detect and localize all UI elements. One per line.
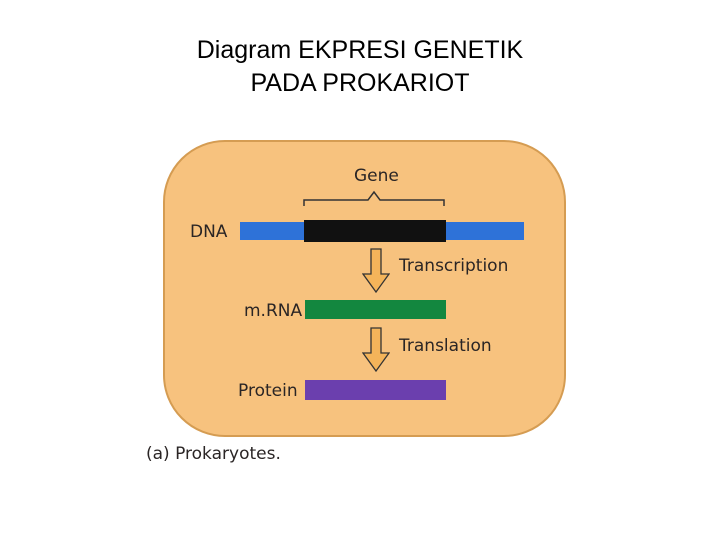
translation-arrow-icon xyxy=(362,327,390,373)
gene-label: Gene xyxy=(354,166,399,186)
dna-label: DNA xyxy=(190,222,228,242)
transcription-label: Transcription xyxy=(399,256,509,276)
protein-bar xyxy=(305,380,446,400)
transcription-arrow-icon xyxy=(362,248,390,294)
dna-bar-left xyxy=(240,222,304,240)
mrna-label: m.RNA xyxy=(244,301,303,321)
curly-brace-icon xyxy=(303,190,445,206)
mrna-bar xyxy=(305,300,446,319)
slide-title: Diagram EKPRESI GENETIK PADA PROKARIOT xyxy=(0,34,720,100)
slide-title-line-2: PADA PROKARIOT xyxy=(250,69,470,97)
slide-title-line-1: Diagram EKPRESI GENETIK xyxy=(196,36,524,64)
gene-segment xyxy=(304,220,446,242)
diagram-caption: (a) Prokaryotes. xyxy=(146,444,281,464)
dna-bar-right xyxy=(446,222,524,240)
translation-label: Translation xyxy=(399,336,492,356)
protein-label: Protein xyxy=(238,381,298,401)
